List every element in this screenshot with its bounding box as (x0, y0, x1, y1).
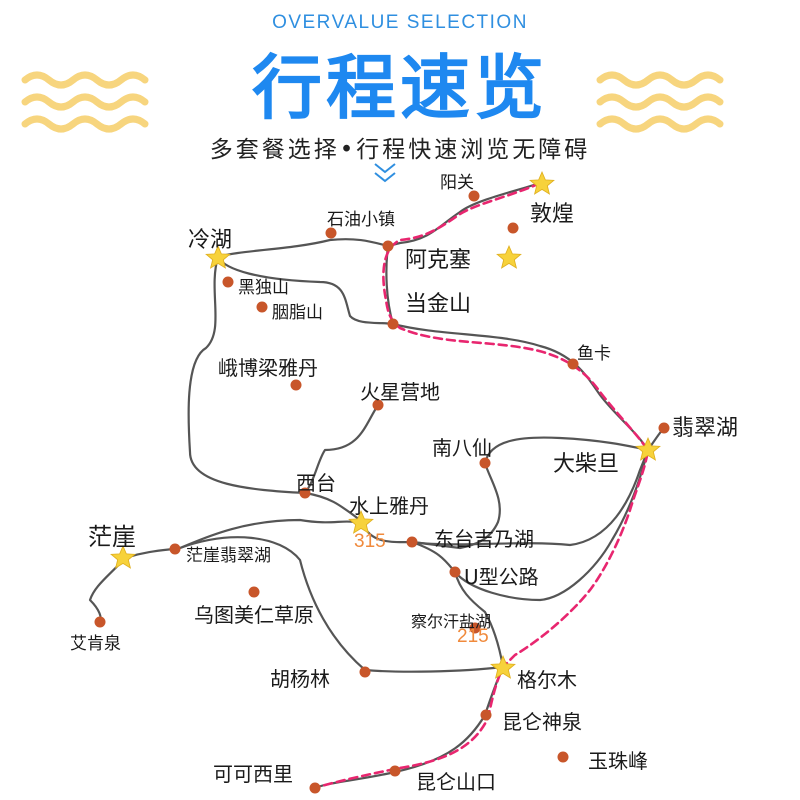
road-number-315: 315 (354, 531, 386, 552)
label-heidu: 黑独山 (238, 278, 289, 298)
left-wave-decoration (21, 71, 149, 133)
road-number-215: 215 (457, 626, 489, 647)
label-akesai: 阿克塞 (405, 248, 472, 273)
label-lenghu: 冷湖 (188, 228, 233, 253)
label-yuzhu: 玉珠峰 (588, 749, 648, 773)
label-kunlunshenquan: 昆仑神泉 (502, 710, 582, 734)
label-wutu: 乌图美仁草原 (194, 603, 314, 627)
label-dachaidan: 大柴旦 (553, 452, 620, 477)
label-feicui: 翡翠湖 (672, 416, 739, 441)
page-title: 行程速览 (252, 47, 548, 129)
label-huoxing: 火星营地 (360, 380, 440, 404)
label-geermu: 格尔木 (517, 668, 577, 692)
label-mangya-feicui: 茫崖翡翠湖 (186, 546, 271, 566)
label-kekexili: 可可西里 (213, 762, 293, 786)
right-wave-decoration (596, 71, 724, 133)
dunhuang-star-icon (529, 171, 555, 195)
label-yanzhi: 胭脂山 (272, 303, 323, 323)
chevron-down-icon (374, 163, 396, 183)
highlighted-route (316, 181, 650, 789)
english-subtitle: OVERVALUE SELECTION (272, 12, 528, 33)
label-kunlunshankou: 昆仑山口 (416, 770, 496, 794)
label-ugonglu: U型公路 (464, 565, 539, 589)
akesai-star-icon (496, 245, 522, 269)
label-huyang: 胡杨林 (270, 667, 330, 691)
label-dunhuang: 敦煌 (530, 202, 575, 227)
label-shiyou: 石油小镇 (327, 210, 395, 230)
label-nanbaxian: 南八仙 (432, 436, 492, 460)
label-chaerhan: 察尔汗盐湖 (411, 612, 492, 631)
label-aiken: 艾肯泉 (70, 634, 121, 654)
label-mangya: 茫崖 (88, 523, 136, 551)
label-dangjin: 当金山 (405, 292, 472, 317)
place-dots (94, 190, 670, 794)
label-ebo: 峨博梁雅丹 (218, 356, 318, 380)
road-network (88, 181, 666, 790)
label-yangguan: 阳关 (440, 173, 474, 193)
label-yuka: 鱼卡 (577, 344, 611, 364)
label-xitai: 西台 (296, 471, 336, 495)
tagline: 多套餐选择•行程快速浏览无障碍 (209, 137, 591, 163)
label-shuishang: 水上雅丹 (349, 494, 429, 518)
label-dongtai: 东台吉乃湖 (434, 527, 534, 551)
